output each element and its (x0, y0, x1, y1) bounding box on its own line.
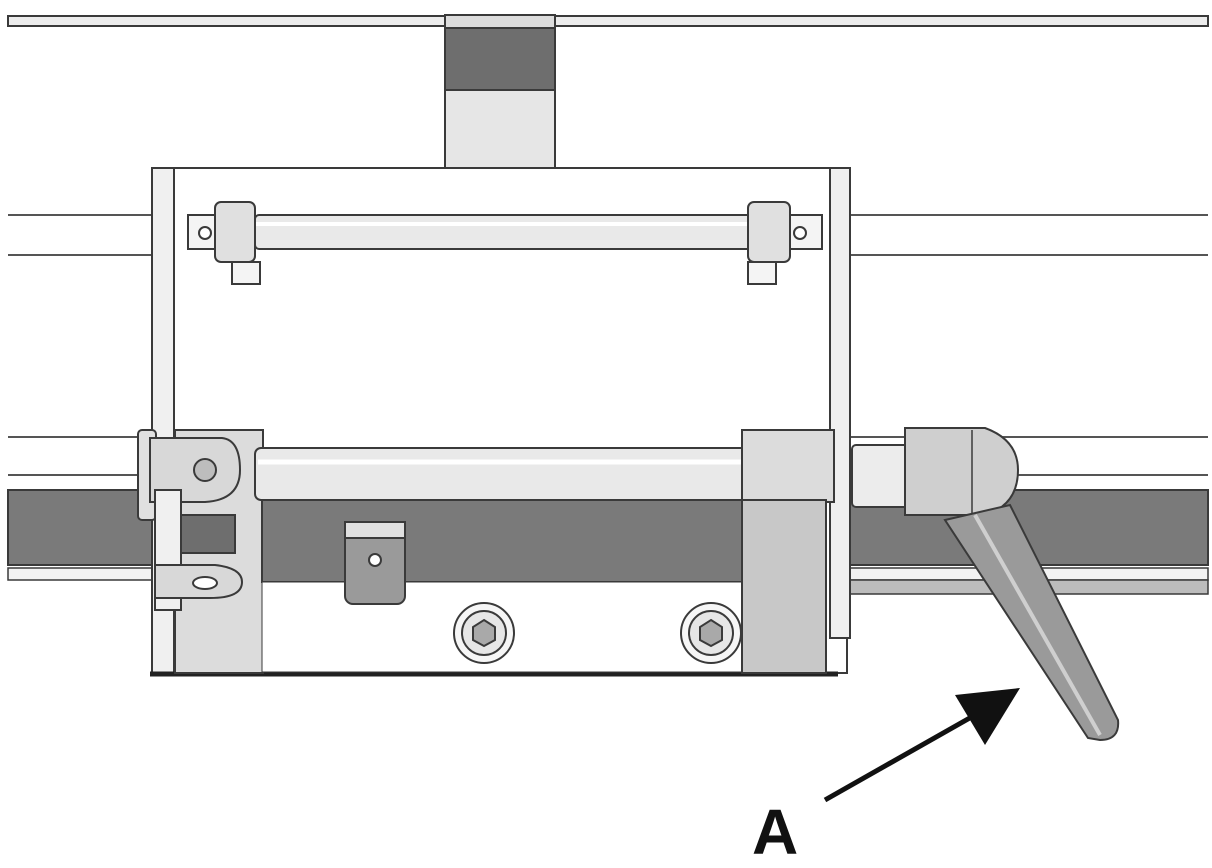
small-tab (344, 521, 406, 605)
callout-label-a: A (752, 796, 799, 868)
hinge-bracket (137, 429, 244, 611)
top-rail (7, 15, 1209, 27)
bolt-heads (453, 602, 742, 664)
upper-rod (187, 201, 823, 285)
callout-arrow (823, 688, 1020, 803)
clamp-lever (851, 427, 1120, 742)
